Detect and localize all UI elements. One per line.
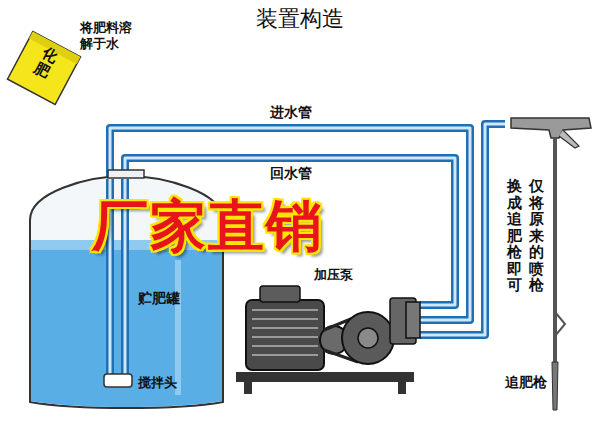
outlet-manifold [406,302,420,338]
pipe-core [420,124,505,335]
vertical-note: 换成追肥枪即可 [507,178,522,294]
pressure-pump: 加压泵 [230,262,420,397]
side-valve [555,312,565,336]
pump-frame [236,372,414,382]
pump-body [342,312,394,364]
gun-nozzle [552,362,558,410]
cooling-fin [252,345,318,347]
pump-hub [358,328,378,348]
fuel-tank [260,286,300,302]
fertilizer-bag [7,31,80,104]
stirrer-label: 搅拌头 [138,374,177,392]
tank-lid [108,170,144,178]
frame-leg [244,382,252,394]
cooling-fin [252,336,318,338]
gun-label: 追肥枪 [505,374,547,392]
gun-handle [511,118,591,138]
pump-label: 加压泵 [314,266,353,284]
engine-block [246,300,324,370]
cooling-fin [252,354,318,356]
fertilizer-bag-box: 化肥 [6,30,82,106]
cooling-fin [252,318,318,320]
pipe [420,124,505,335]
gun-lever [559,130,579,148]
cooling-fin [252,327,318,329]
watermark: 厂家直销 [92,198,324,254]
gun-shaft [553,138,557,362]
cooling-fin [252,309,318,311]
frame-leg [398,382,406,394]
stirring-head [104,374,132,387]
water-highlight [175,260,181,395]
pipe-label: 进水管 [268,104,314,122]
vertical-note: 仅将原来的喷枪 [529,178,544,294]
pipe-label: 回水管 [268,165,314,183]
tank-label: 贮肥罐 [138,290,180,308]
instruction-note: 将肥料溶解于水 [80,20,132,51]
node-shape [230,262,420,397]
pipe-wall [420,124,505,335]
